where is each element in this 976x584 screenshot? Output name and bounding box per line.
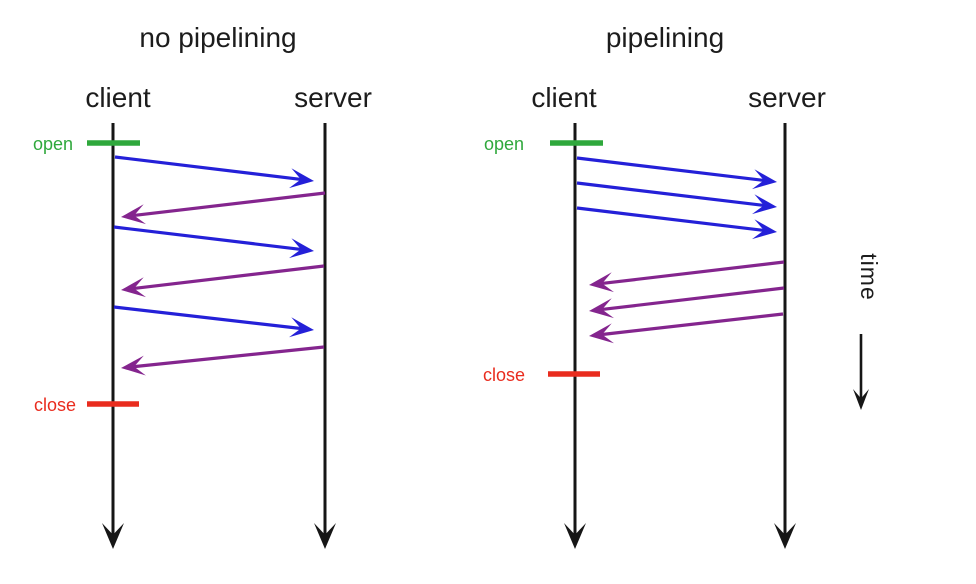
right-open-label: open (484, 134, 524, 154)
diagram-geometry (87, 123, 869, 549)
no-pipelining-request-arrow-4-head (289, 317, 314, 338)
pipelining-request-arrow-0-shaft (576, 156, 766, 183)
pipelining-request-arrow-2-shaft (576, 206, 766, 233)
pipelining-client-lifeline-head (564, 523, 586, 549)
no-pipelining-response-arrow-5-shaft (132, 345, 325, 369)
no-pipelining-request-arrow-2-shaft (113, 225, 303, 252)
left-open-label: open (33, 134, 73, 154)
no-pipelining-server-lifeline-head (314, 523, 336, 549)
pipelining-response-arrow-4-head (589, 298, 614, 319)
no-pipelining-response-arrow-3-shaft (132, 264, 325, 291)
left-close-label: close (34, 395, 76, 415)
no-pipelining-request-arrow-0-shaft (114, 155, 303, 182)
pipelining-response-arrow-3-head (589, 272, 614, 293)
no-pipelining-response-arrow-5-head (121, 355, 146, 376)
pipelining-request-arrow-0-head (752, 169, 777, 190)
pipelining-request-arrow-1-shaft (576, 181, 766, 208)
left-client-label: client (85, 82, 151, 113)
time-axis-label: time (856, 253, 882, 300)
no-pipelining-request-arrow-2-head (289, 238, 314, 259)
pipelining-response-arrow-4-shaft (600, 286, 785, 312)
right-server-label: server (748, 82, 826, 113)
right-close-label: close (483, 365, 525, 385)
pipelining-response-arrow-5-head (589, 323, 614, 344)
time-axis-arrow-head (853, 389, 869, 410)
pipelining-server-lifeline-head (774, 523, 796, 549)
pipelining-response-arrow-3-shaft (600, 260, 785, 286)
right-client-label: client (531, 82, 597, 113)
no-pipelining-response-arrow-1-head (121, 204, 146, 225)
no-pipelining-request-arrow-4-shaft (113, 305, 303, 331)
pipelining-response-arrow-5-shaft (600, 312, 784, 337)
no-pipelining-response-arrow-1-shaft (132, 191, 326, 218)
left-server-label: server (294, 82, 372, 113)
no-pipelining-request-arrow-0-head (289, 168, 314, 189)
right-diagram-title: pipelining (606, 22, 724, 53)
left-diagram-title: no pipelining (139, 22, 296, 53)
pipelining-request-arrow-2-head (752, 219, 777, 240)
no-pipelining-client-lifeline-head (102, 523, 124, 549)
no-pipelining-response-arrow-3-head (121, 277, 146, 298)
pipelining-request-arrow-1-head (752, 194, 777, 215)
